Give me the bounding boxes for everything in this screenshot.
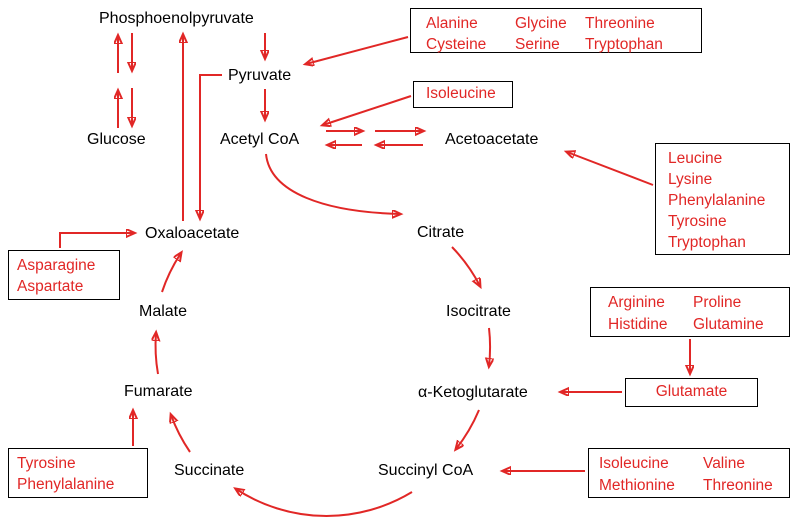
amino-acid-phenylalanine: Phenylalanine bbox=[17, 476, 115, 493]
amino-acid-tyrosine: Tyrosine bbox=[668, 213, 727, 230]
label-acetyl-coa: Acetyl CoA bbox=[220, 131, 300, 149]
arrow-leucinebox-to-acetoacetate bbox=[567, 152, 654, 186]
amino-acid-histidine: Histidine bbox=[608, 316, 668, 333]
amino-acid-glutamate: Glutamate bbox=[655, 383, 728, 400]
amino-box-into-acetoacetate: Leucine Lysine Phenylalanine Tyrosine Tr… bbox=[655, 143, 790, 255]
arc-citrate-to-isocitrate bbox=[451, 246, 480, 286]
label-citrate: Citrate bbox=[417, 224, 465, 242]
amino-acid-isoleucine: Isoleucine bbox=[599, 455, 669, 472]
amino-acid-aspartate: Aspartate bbox=[17, 278, 84, 295]
arc-succinate-to-fumarate bbox=[171, 415, 191, 453]
amino-acid-serine: Serine bbox=[515, 36, 560, 53]
amino-box-into-pyruvate: Alanine Glycine Threonine Cysteine Serin… bbox=[410, 8, 702, 53]
label-isocitrate: Isocitrate bbox=[446, 303, 511, 321]
label-glucose: Glucose bbox=[87, 131, 146, 149]
label-alpha-ketoglutarate: α-Ketoglutarate bbox=[418, 384, 528, 402]
amino-acid-asparagine: Asparagine bbox=[17, 257, 96, 274]
amino-acid-proline: Proline bbox=[693, 294, 742, 311]
amino-acid-phenylalanine: Phenylalanine bbox=[668, 192, 766, 209]
arrow-aminobox-to-pyruvate bbox=[306, 36, 409, 64]
amino-acid-glycine: Glycine bbox=[515, 15, 567, 32]
amino-box-into-glutamate: Arginine Proline Histidine Glutamine bbox=[590, 287, 790, 337]
label-fumarate: Fumarate bbox=[124, 383, 193, 401]
amino-acid-valine: Valine bbox=[703, 455, 745, 472]
amino-acid-cysteine: Cysteine bbox=[426, 36, 487, 53]
arc-malate-to-oxaloacetate bbox=[161, 253, 181, 293]
amino-acid-isoleucine: Isoleucine bbox=[426, 85, 496, 102]
label-malate: Malate bbox=[139, 303, 188, 321]
label-phosphoenolpyruvate: Phosphoenolpyruvate bbox=[99, 10, 254, 28]
amino-box-into-acetyl-coa: Isoleucine bbox=[413, 81, 513, 108]
arc-isocitrate-to-ketoglutarate bbox=[489, 327, 490, 366]
arc-acetylcoa-to-citrate bbox=[265, 153, 400, 214]
amino-acid-arginine: Arginine bbox=[608, 294, 665, 311]
amino-box-into-fumarate: Tyrosine Phenylalanine bbox=[8, 448, 148, 498]
amino-acid-alanine: Alanine bbox=[426, 15, 478, 32]
amino-acid-leucine: Leucine bbox=[668, 150, 723, 167]
label-acetoacetate: Acetoacetate bbox=[445, 131, 539, 149]
label-oxaloacetate: Oxaloacetate bbox=[145, 225, 240, 243]
amino-acid-lysine: Lysine bbox=[668, 171, 713, 188]
arrow-asparaginebox-to-oxaloacetate bbox=[59, 233, 134, 248]
amino-box-into-succinyl-coa: Isoleucine Valine Methionine Threonine bbox=[588, 448, 790, 498]
arc-succinylcoa-to-succinate bbox=[236, 489, 413, 517]
arrow-pyruvate-to-oxaloacetate bbox=[200, 74, 222, 218]
amino-acid-tryptophan: Tryptophan bbox=[585, 36, 663, 53]
amino-box-into-oxaloacetate: Asparagine Aspartate bbox=[8, 250, 120, 300]
amino-acid-threonine: Threonine bbox=[703, 477, 773, 494]
amino-acid-glutamine: Glutamine bbox=[693, 316, 764, 333]
amino-acid-tryptophan: Tryptophan bbox=[668, 234, 746, 251]
label-pyruvate: Pyruvate bbox=[228, 67, 292, 85]
amino-acid-methionine: Methionine bbox=[599, 477, 675, 494]
arc-ketoglutarate-to-succinylcoa bbox=[456, 409, 480, 449]
glutamate-box: Glutamate bbox=[625, 378, 758, 407]
amino-acid-tyrosine: Tyrosine bbox=[17, 455, 76, 472]
amino-acid-threonine: Threonine bbox=[585, 15, 655, 32]
arc-fumarate-to-malate bbox=[156, 333, 158, 375]
label-succinate: Succinate bbox=[174, 462, 245, 480]
label-succinyl-coa: Succinyl CoA bbox=[378, 462, 474, 480]
arrow-isoleucinebox-to-acetylcoa bbox=[323, 95, 412, 125]
